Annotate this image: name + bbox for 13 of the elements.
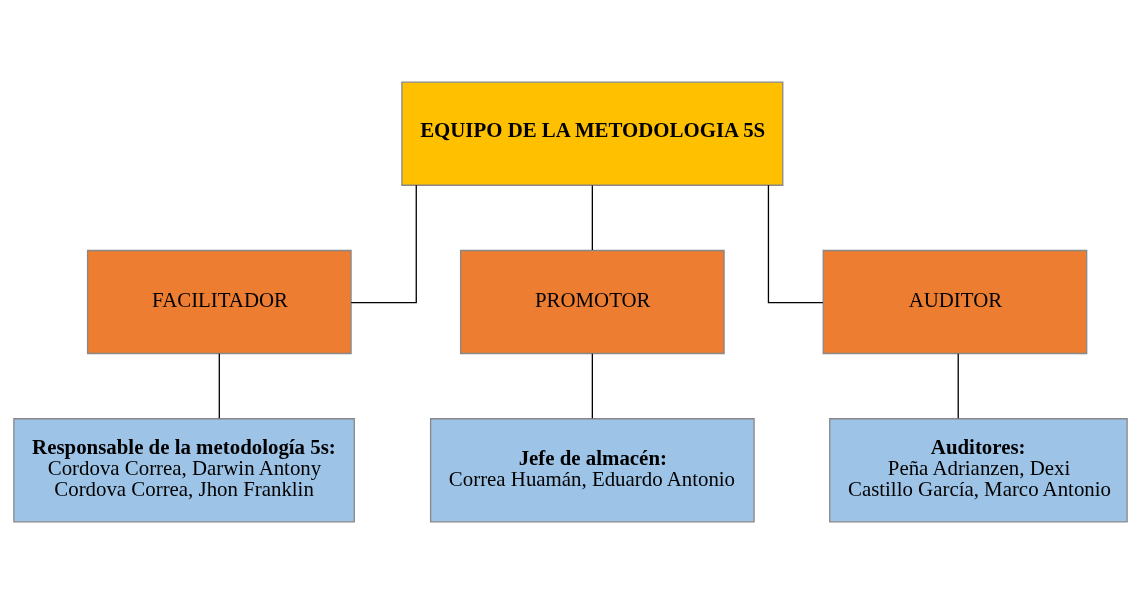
- connector: [591, 184, 593, 251]
- connector: [218, 353, 220, 419]
- node-box: PROMOTOR: [459, 249, 725, 355]
- connector: [350, 184, 417, 304]
- connector: [767, 184, 824, 304]
- node-box: Auditores: Peña Adrianzen, Dexi Castillo García, Marco Antonio: [829, 418, 1128, 523]
- node-box: AUDITOR: [822, 249, 1088, 355]
- node-box: Jefe de almacén: Correa Huamán, Eduardo Antonio: [429, 418, 755, 523]
- connector: [591, 353, 593, 419]
- node-box: Responsable de la metodología 5s: Cordova Correa, Darwin Antony Cordova Correa, Jhon Franklin: [13, 418, 355, 523]
- connector: [957, 353, 959, 419]
- node-box: EQUIPO DE LA METODOLOGIA 5S: [401, 81, 784, 186]
- node-box: FACILITADOR: [86, 249, 352, 355]
